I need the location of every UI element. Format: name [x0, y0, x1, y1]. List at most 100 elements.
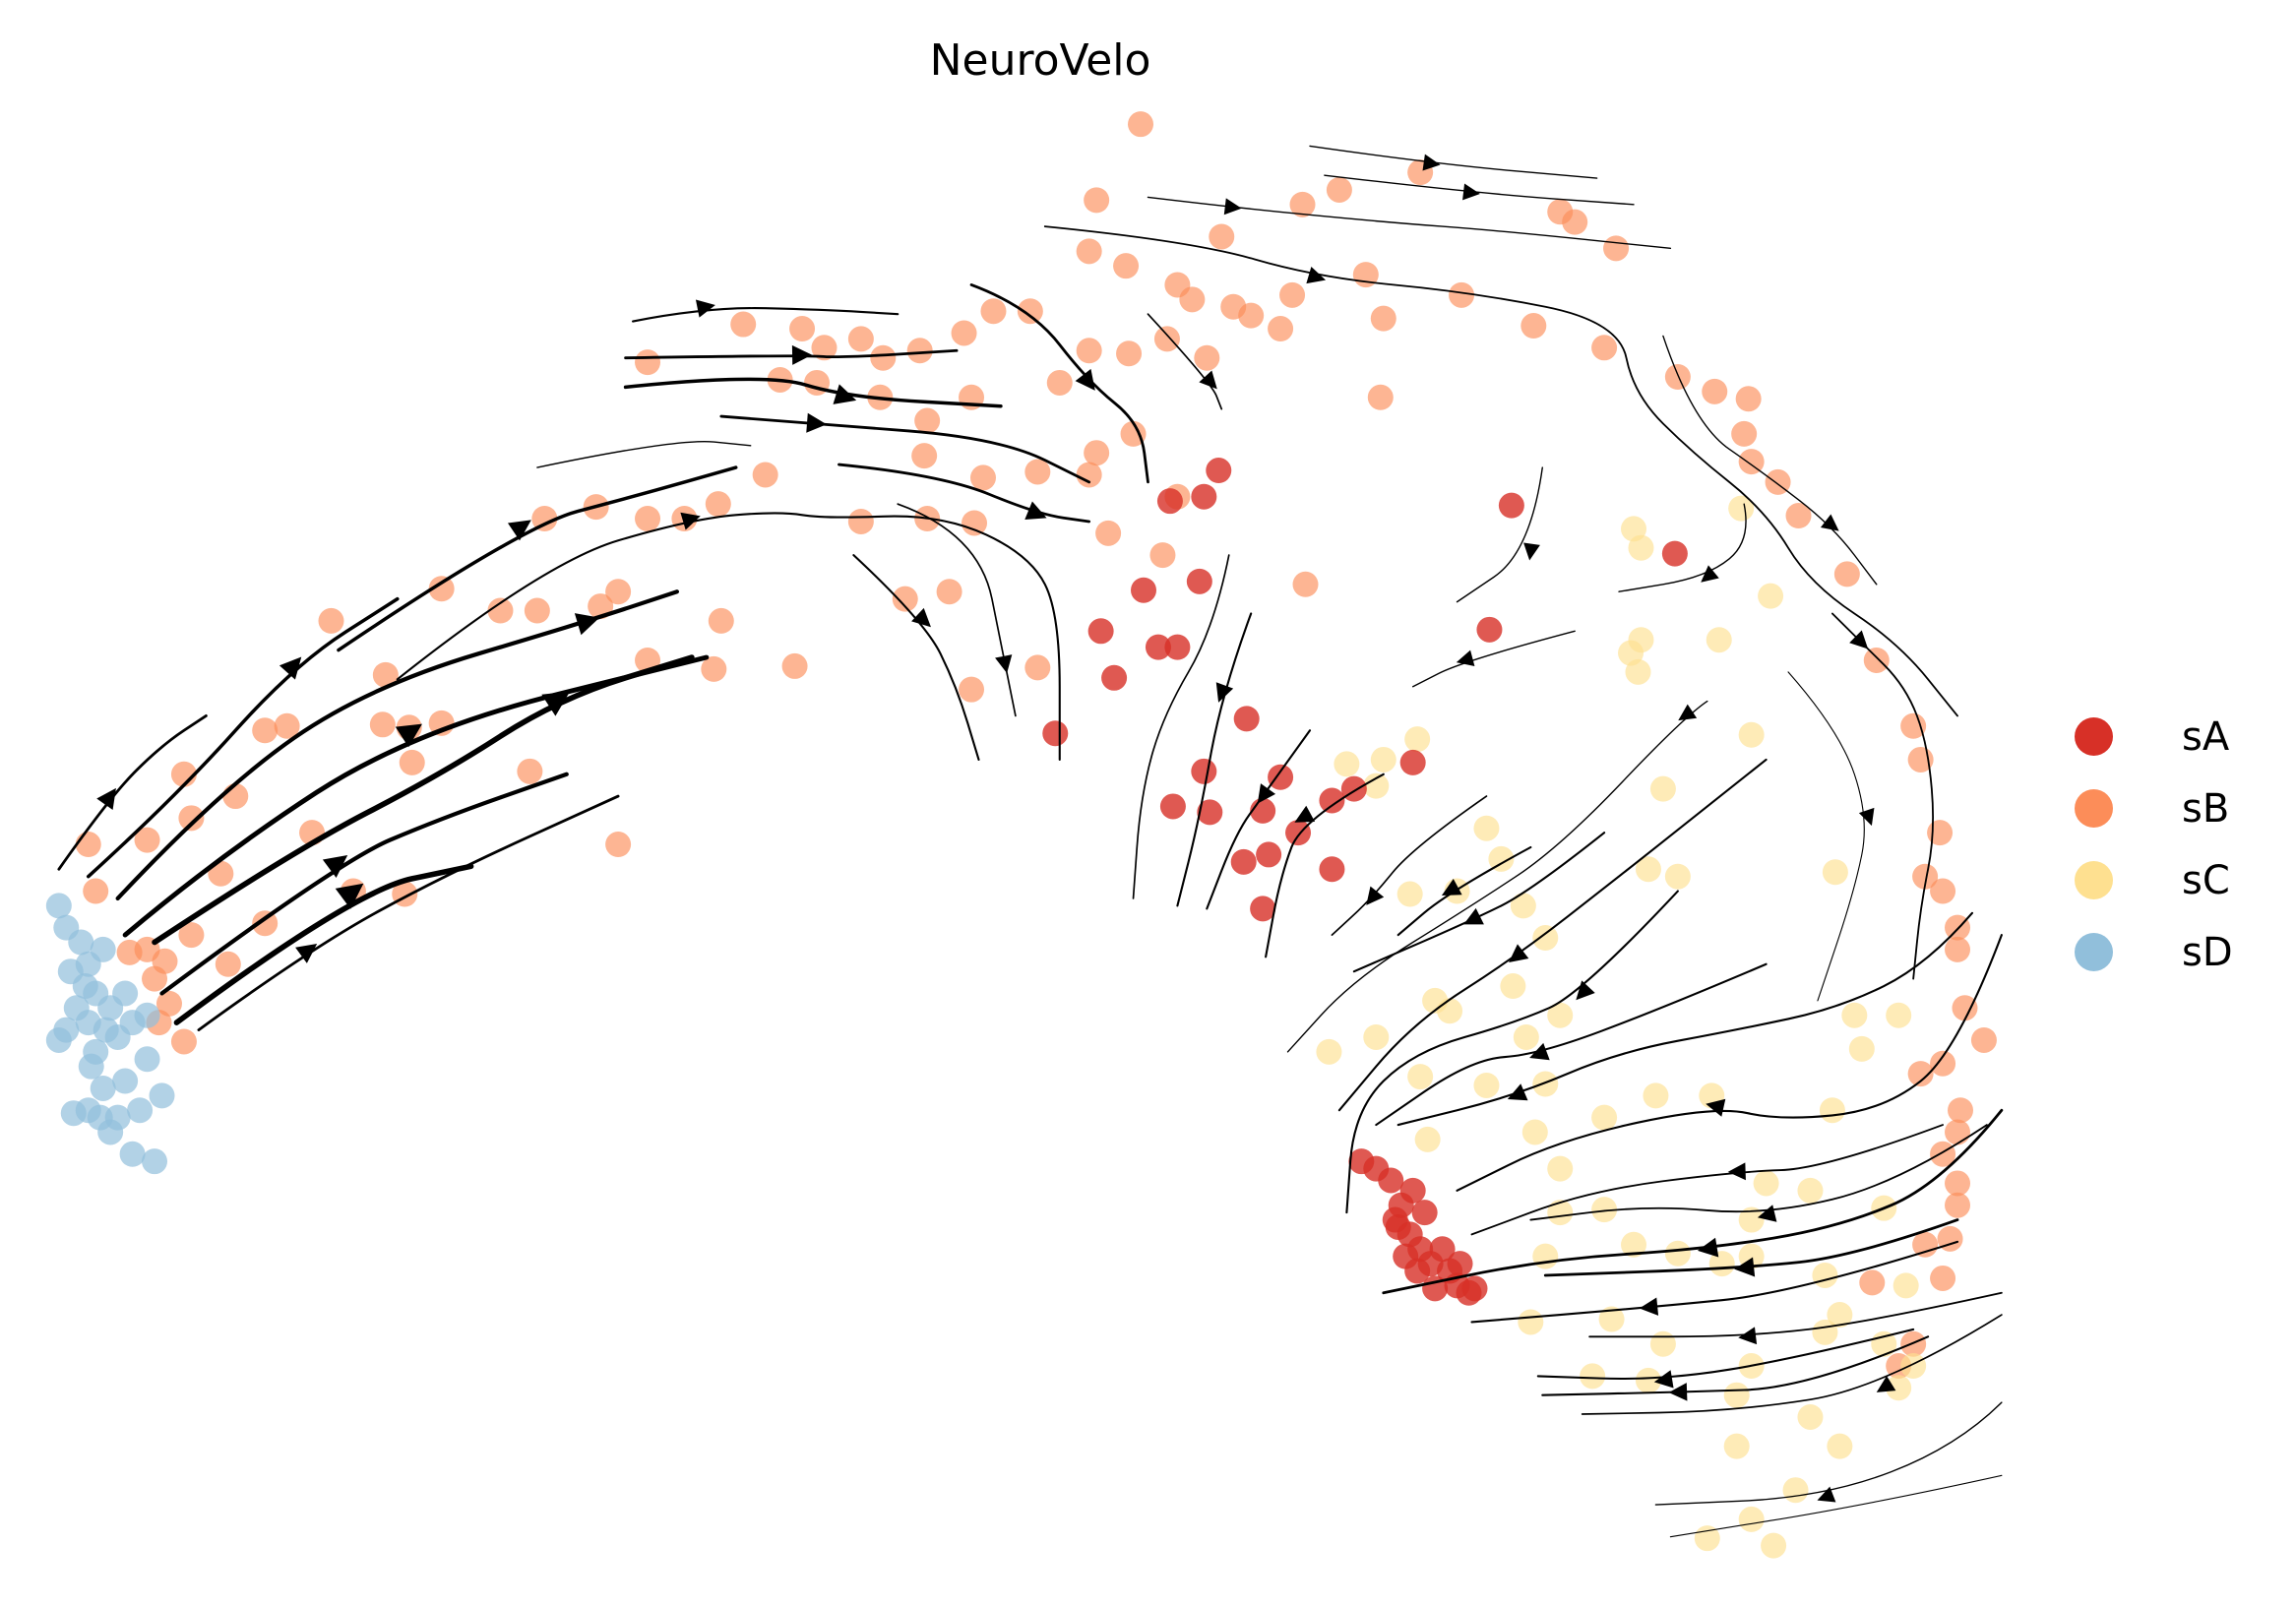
point-sD — [134, 1002, 160, 1028]
point-sB — [1863, 647, 1890, 673]
point-sB — [781, 652, 808, 679]
point-sA — [1186, 568, 1212, 594]
point-sC — [1510, 893, 1536, 919]
point-sC — [1822, 859, 1848, 886]
point-sB — [635, 349, 661, 376]
point-sB — [134, 827, 160, 853]
point-sC — [1738, 1206, 1765, 1233]
point-sA — [1447, 1251, 1473, 1277]
point-sD — [112, 1068, 139, 1094]
point-sD — [149, 1082, 175, 1109]
scatter-points — [45, 111, 1997, 1559]
point-sB — [1076, 338, 1102, 364]
point-sB — [980, 298, 1007, 325]
point-sC — [1708, 1251, 1735, 1277]
streamline — [1396, 911, 1974, 1127]
point-sC — [1886, 1002, 1912, 1028]
point-sB — [1024, 654, 1051, 681]
point-sB — [1907, 1061, 1934, 1087]
point-sB — [116, 939, 143, 965]
streamline — [1396, 845, 1532, 937]
legend-marker-icon — [2075, 717, 2113, 756]
arrowhead-icon — [1441, 879, 1462, 896]
point-sB — [1930, 1265, 1956, 1291]
point-sC — [1532, 925, 1559, 952]
streamline — [1787, 671, 1865, 1002]
point-sB — [1945, 1192, 1971, 1218]
point-sC — [1518, 1309, 1544, 1335]
point-sA — [1197, 799, 1223, 826]
point-sB — [1912, 1231, 1939, 1258]
point-sB — [524, 597, 550, 624]
point-sB — [1664, 364, 1691, 391]
arrowhead-icon — [1215, 682, 1234, 703]
point-sD — [134, 1046, 160, 1073]
point-sA — [1378, 1167, 1404, 1194]
streamline — [159, 772, 569, 996]
point-sB — [635, 505, 661, 531]
arrowhead-icon — [1876, 1376, 1896, 1392]
point-sD — [90, 1075, 116, 1101]
point-sB — [1024, 459, 1051, 485]
arrowhead-icon — [1257, 783, 1276, 804]
point-sB — [1738, 449, 1765, 475]
streamline — [1541, 1335, 1930, 1396]
arrowhead-icon — [680, 512, 701, 530]
point-sA — [1661, 540, 1688, 567]
streamline — [1588, 1291, 2003, 1338]
arrowhead-icon — [1463, 907, 1484, 925]
point-sB — [1948, 1097, 1974, 1124]
arrowhead-icon — [833, 384, 857, 404]
point-sB — [1076, 462, 1102, 488]
point-sB — [222, 783, 249, 810]
arrowhead-icon — [1462, 183, 1480, 201]
point-sB — [605, 832, 632, 858]
point-sC — [1643, 1082, 1669, 1109]
point-sC — [1363, 773, 1390, 799]
arrowhead-icon — [1734, 1257, 1756, 1277]
point-sA — [1206, 458, 1232, 484]
point-sC — [1664, 863, 1691, 890]
streamline — [1618, 503, 1747, 592]
point-sB — [701, 655, 727, 682]
point-sC — [1580, 1363, 1606, 1390]
point-sB — [1785, 503, 1812, 529]
streamline — [1669, 1474, 2003, 1538]
arrowhead-icon — [395, 723, 423, 748]
point-sA — [1230, 848, 1257, 875]
streamline — [197, 794, 620, 1031]
point-sA — [1411, 1200, 1438, 1226]
point-sD — [87, 1104, 113, 1131]
point-sA — [1319, 787, 1345, 814]
streamline — [1331, 795, 1488, 936]
point-sB — [959, 676, 985, 703]
point-sB — [1289, 191, 1316, 217]
point-sB — [142, 965, 168, 992]
point-sB — [962, 510, 988, 536]
chart-title: NeuroVelo — [929, 35, 1151, 86]
streamline — [1456, 466, 1543, 603]
point-sC — [1900, 1353, 1927, 1380]
point-sB — [372, 661, 399, 688]
legend-item-sC: sC — [2057, 844, 2233, 916]
streamline — [1309, 145, 1598, 179]
streamline — [1265, 773, 1385, 958]
point-sC — [1407, 1064, 1434, 1090]
point-sB — [1520, 313, 1547, 340]
streamline — [897, 503, 1017, 717]
arrowhead-icon — [1523, 542, 1540, 561]
arrowhead-icon — [1223, 198, 1242, 216]
streamline — [1176, 612, 1253, 907]
point-sC — [1738, 721, 1765, 748]
arrowhead-icon — [574, 613, 600, 636]
point-sA — [1285, 820, 1312, 846]
streamline — [86, 596, 400, 879]
point-sC — [1404, 726, 1431, 753]
point-sB — [170, 1028, 197, 1055]
arrowhead-icon — [1199, 370, 1217, 390]
point-sB — [399, 749, 425, 775]
point-sC — [1625, 658, 1651, 685]
point-sA — [1399, 1177, 1426, 1204]
point-sB — [1912, 863, 1939, 890]
point-sB — [1930, 878, 1956, 904]
